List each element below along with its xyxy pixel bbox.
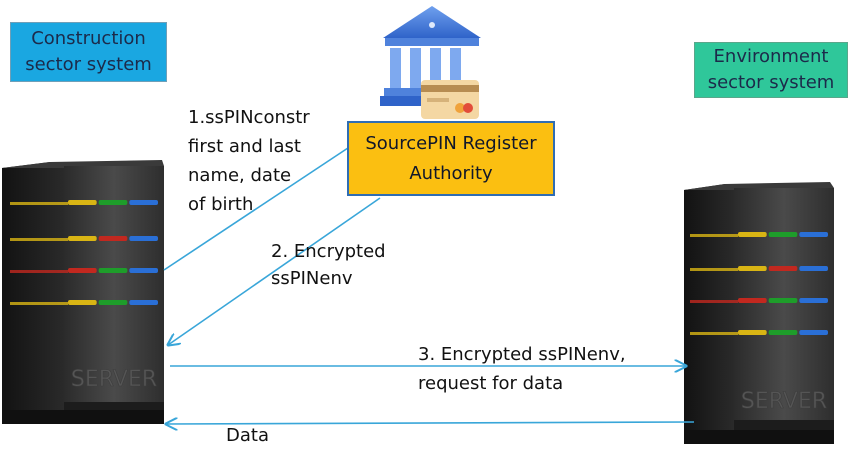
step3-label: 3. Encrypted ssPINenv, request for data bbox=[418, 340, 626, 398]
server-led bbox=[738, 266, 767, 271]
server-led bbox=[68, 200, 97, 205]
bank-building-icon bbox=[380, 6, 481, 106]
server-led bbox=[98, 268, 128, 273]
server-led bbox=[98, 200, 128, 205]
server-right-text: SERVER bbox=[741, 389, 827, 414]
server-led bbox=[690, 300, 738, 303]
construction-line2: sector system bbox=[25, 54, 152, 75]
step3-line: request for data bbox=[418, 373, 564, 394]
step2-line: ssPINenv bbox=[271, 268, 353, 289]
step1-line: 1.ssPINconstr bbox=[188, 107, 310, 128]
server-led bbox=[690, 268, 738, 271]
step1-line: first and last bbox=[188, 136, 301, 157]
register-line2: Authority bbox=[409, 162, 493, 184]
server-led bbox=[690, 234, 738, 237]
construction-line1: Construction bbox=[31, 28, 146, 49]
register-line1: SourcePIN Register bbox=[365, 132, 537, 154]
server-led bbox=[799, 232, 828, 237]
construction-sector-box: Construction sector system bbox=[10, 22, 167, 82]
server-led bbox=[68, 300, 97, 305]
server-led bbox=[690, 332, 738, 335]
server-led bbox=[738, 298, 767, 303]
server-led bbox=[768, 298, 798, 303]
server-tower-icon: SERVER bbox=[684, 182, 834, 444]
server-led bbox=[10, 202, 68, 205]
step2-label: 2. Encrypted ssPINenv bbox=[271, 238, 386, 292]
server-led bbox=[799, 266, 828, 271]
server-led bbox=[768, 232, 798, 237]
server-led bbox=[738, 330, 767, 335]
arrow-step1 bbox=[163, 140, 360, 271]
environment-line2: sector system bbox=[707, 72, 835, 93]
environment-sector-box: Environment sector system bbox=[694, 42, 848, 98]
server-led bbox=[768, 266, 798, 271]
server-led bbox=[799, 298, 828, 303]
server-tower-icon: SERVER bbox=[2, 160, 164, 424]
register-authority-box: SourcePIN Register Authority bbox=[347, 121, 555, 196]
server-led bbox=[129, 200, 158, 205]
server-led bbox=[10, 238, 68, 241]
server-led bbox=[129, 300, 158, 305]
environment-line1: Environment bbox=[713, 46, 829, 67]
server-led bbox=[68, 236, 97, 241]
step3-line: 3. Encrypted ssPINenv, bbox=[418, 344, 626, 365]
server-led bbox=[799, 330, 828, 335]
server-led bbox=[10, 302, 68, 305]
server-led bbox=[98, 300, 128, 305]
arrow-step2 bbox=[168, 197, 381, 345]
step1-line: name, date bbox=[188, 165, 292, 186]
step2-line: 2. Encrypted bbox=[271, 241, 386, 262]
server-led bbox=[768, 330, 798, 335]
server-led bbox=[10, 270, 68, 273]
data-label: Data bbox=[226, 425, 269, 446]
server-led bbox=[738, 232, 767, 237]
arrow-data bbox=[166, 422, 695, 424]
server-led bbox=[129, 236, 158, 241]
step1-label: 1.ssPINconstr first and last name, date … bbox=[188, 103, 310, 219]
server-left-text: SERVER bbox=[71, 367, 157, 392]
step1-line: of birth bbox=[188, 194, 254, 215]
credit-card-icon bbox=[421, 80, 479, 119]
server-led bbox=[68, 268, 97, 273]
server-led bbox=[129, 268, 158, 273]
server-led bbox=[98, 236, 128, 241]
